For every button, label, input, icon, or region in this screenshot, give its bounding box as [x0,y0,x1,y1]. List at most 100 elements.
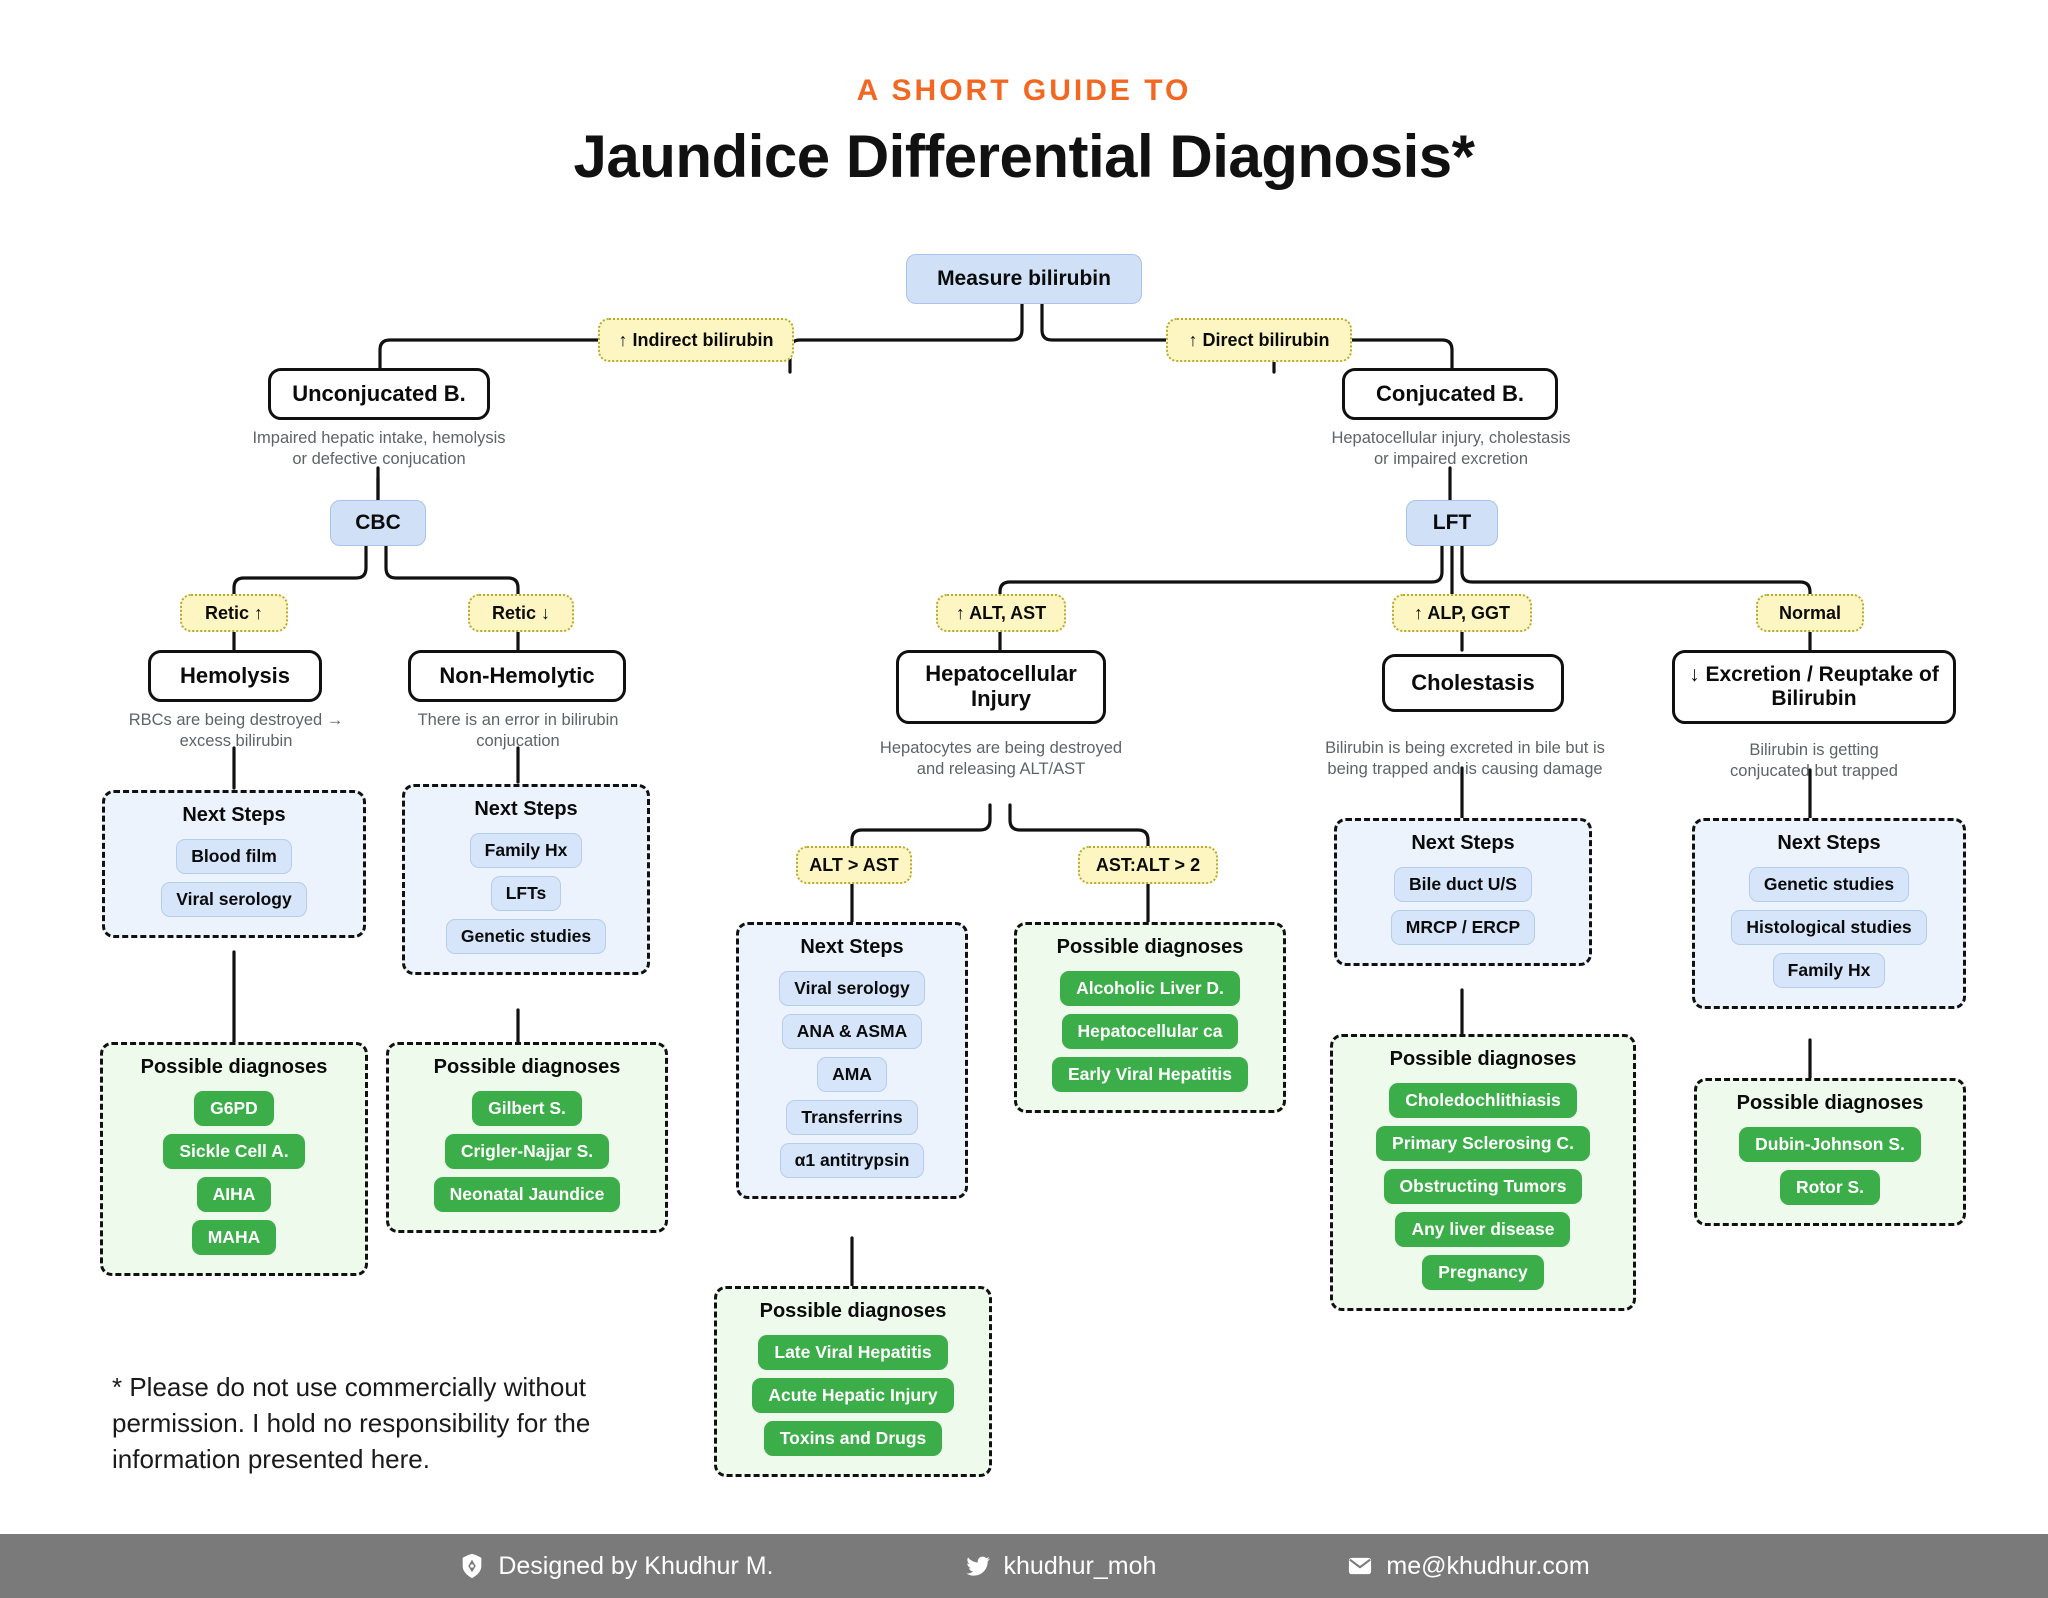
panel-title: Possible diagnoses [1736,1092,1924,1114]
email-address: me@khudhur.com [1386,1551,1590,1580]
node-cbc[interactable]: CBC [330,500,426,546]
panel-title: Possible diagnoses [140,1056,328,1078]
next-step-pill[interactable]: ANA & ASMA [781,1014,923,1049]
panel-nonhemolytic-diagnoses: Possible diagnoses Gilbert S. Crigler-Naj… [386,1042,668,1233]
page-kicker: A SHORT GUIDE TO [856,74,1192,107]
next-step-pill[interactable]: MRCP / ERCP [1390,910,1536,945]
footer-email[interactable]: me@khudhur.com [1346,1551,1590,1581]
panel-title: Next Steps [1411,832,1515,854]
panel-items: G6PD Sickle Cell A. AIHA MAHA [163,1087,305,1259]
diagnosis-pill[interactable]: Primary Sclerosing C. [1376,1126,1590,1161]
diagnosis-pill[interactable]: Crigler-Najjar S. [444,1134,610,1169]
panel-excretion-diagnoses: Possible diagnoses Dubin-Johnson S. Rotor… [1694,1078,1966,1226]
node-non-hemolytic[interactable]: Non-Hemolytic [408,650,626,702]
node-lft[interactable]: LFT [1406,500,1498,546]
edge-label-alt-ast-up[interactable]: ↑ ALT, AST [936,594,1066,632]
edge-label-alt-gt-ast[interactable]: ALT > AST [796,846,912,884]
node-cholestasis[interactable]: Cholestasis [1382,654,1564,712]
caption-hepatocellular: Hepatocytes are being destroyed and rele… [879,739,1123,779]
diagnosis-pill[interactable]: G6PD [194,1091,274,1126]
edge-label-retic-up[interactable]: Retic ↑ [180,594,288,632]
next-step-pill[interactable]: LFTs [490,876,562,911]
diagnosis-pill[interactable]: Early Viral Hepatitis [1051,1057,1249,1092]
panel-title: Next Steps [474,798,578,820]
next-step-pill[interactable]: Bile duct U/S [1394,867,1532,902]
caption-hemolysis: RBCs are being destroyed → excess biliru… [128,711,344,751]
node-measure-bilirubin[interactable]: Measure bilirubin [906,254,1142,304]
next-step-pill[interactable]: α1 antitrypsin [779,1143,925,1178]
panel-title: Next Steps [1777,832,1881,854]
diagnosis-pill[interactable]: Gilbert S. [472,1091,582,1126]
node-conjugated-bilirubin[interactable]: Conjucated B. [1342,368,1558,420]
diagnosis-pill[interactable]: Late Viral Hepatitis [758,1335,948,1370]
panel-title: Next Steps [800,936,904,958]
next-step-pill[interactable]: Viral serology [161,882,307,917]
next-step-pill[interactable]: Family Hx [1772,953,1886,988]
edge-label-normal[interactable]: Normal [1756,594,1864,632]
diagnosis-pill[interactable]: MAHA [191,1220,277,1255]
next-step-pill[interactable]: Viral serology [779,971,925,1006]
diagnosis-pill[interactable]: Choledochlithiasis [1389,1083,1577,1118]
edge-label-retic-down[interactable]: Retic ↓ [468,594,574,632]
next-step-pill[interactable]: Histological studies [1731,910,1927,945]
next-step-pill[interactable]: Family Hx [469,833,583,868]
node-excretion-reuptake[interactable]: ↓ Excretion / Reuptake of Bilirubin [1672,650,1956,724]
disclaimer-text: * Please do not use commercially without… [112,1372,591,1474]
edge-label-direct-bilirubin[interactable]: ↑ Direct bilirubin [1166,318,1352,362]
diagnosis-pill[interactable]: Sickle Cell A. [163,1134,305,1169]
edge-label-alp-ggt-up[interactable]: ↑ ALP, GGT [1392,594,1532,632]
diagnosis-pill[interactable]: Toxins and Drugs [763,1421,943,1456]
next-step-pill[interactable]: Transferrins [786,1100,918,1135]
next-step-pill[interactable]: AMA [817,1057,887,1092]
next-step-pill[interactable]: Genetic studies [1748,867,1910,902]
page-title: Jaundice Differential Diagnosis* [573,123,1475,190]
diagnosis-pill[interactable]: Alcoholic Liver D. [1060,971,1240,1006]
caption-excretion: Bilirubin is getting conjucated but trap… [1730,741,1898,781]
panel-title: Possible diagnoses [433,1056,621,1078]
panel-title: Possible diagnoses [1389,1048,1577,1070]
mail-icon [1346,1552,1374,1580]
panel-title: Next Steps [182,804,286,826]
panel-hemolysis-diagnoses: Possible diagnoses G6PD Sickle Cell A. AIH… [100,1042,368,1276]
panel-astalt-diagnoses: Possible diagnoses Alcoholic Liver D.Hep… [1014,922,1286,1113]
diagnosis-pill[interactable]: Dubin-Johnson S. [1739,1127,1921,1162]
twitter-icon [964,1552,992,1580]
next-step-pill[interactable]: Blood film [176,839,292,874]
caption-cholestasis: Bilirubin is being excreted in bile but … [1325,739,1605,779]
node-hepatocellular-injury[interactable]: Hepatocellular Injury [896,650,1106,724]
footer-twitter[interactable]: khudhur_moh [964,1551,1157,1581]
diagnosis-pill[interactable]: Rotor S. [1779,1170,1881,1205]
diagnosis-pill[interactable]: Acute Hepatic Injury [752,1378,954,1413]
panel-cholestasis-next-steps: Next Steps Bile duct U/S MRCP / ERCP [1334,818,1592,966]
designer-label: Designed by Khudhur M. [498,1551,774,1580]
diagnosis-pill[interactable]: Pregnancy [1422,1255,1544,1290]
node-unconjugated-bilirubin[interactable]: Unconjucated B. [268,368,490,420]
diagnosis-pill[interactable]: AIHA [196,1177,272,1212]
diagnosis-pill[interactable]: Obstructing Tumors [1383,1169,1583,1204]
caption-non-hemolytic: There is an error in bilirubin conjucati… [417,711,619,751]
diagnosis-pill[interactable]: Hepatocellular ca [1061,1014,1239,1049]
node-hemolysis[interactable]: Hemolysis [148,650,322,702]
panel-items: Alcoholic Liver D. Hepatocellular ca Early… [1051,967,1249,1096]
edge-label-ast-alt-gt-2[interactable]: AST:ALT > 2 [1078,846,1218,884]
designer-badge-icon [458,1552,486,1580]
diagnosis-pill[interactable]: Neonatal Jaundice [433,1177,621,1212]
panel-title: Possible diagnoses [759,1300,947,1322]
edge-label-indirect-bilirubin[interactable]: ↑ Indirect bilirubin [598,318,794,362]
twitter-handle: khudhur_moh [1003,1551,1157,1580]
next-step-pill[interactable]: Genetic studies [445,919,607,954]
diagnosis-pill[interactable]: Any liver disease [1395,1212,1571,1247]
panel-items: Dubin-Johnson S. Rotor S. [1739,1123,1921,1209]
caption-unconjugated: Impaired hepatic intake, hemolysis or de… [252,429,506,469]
